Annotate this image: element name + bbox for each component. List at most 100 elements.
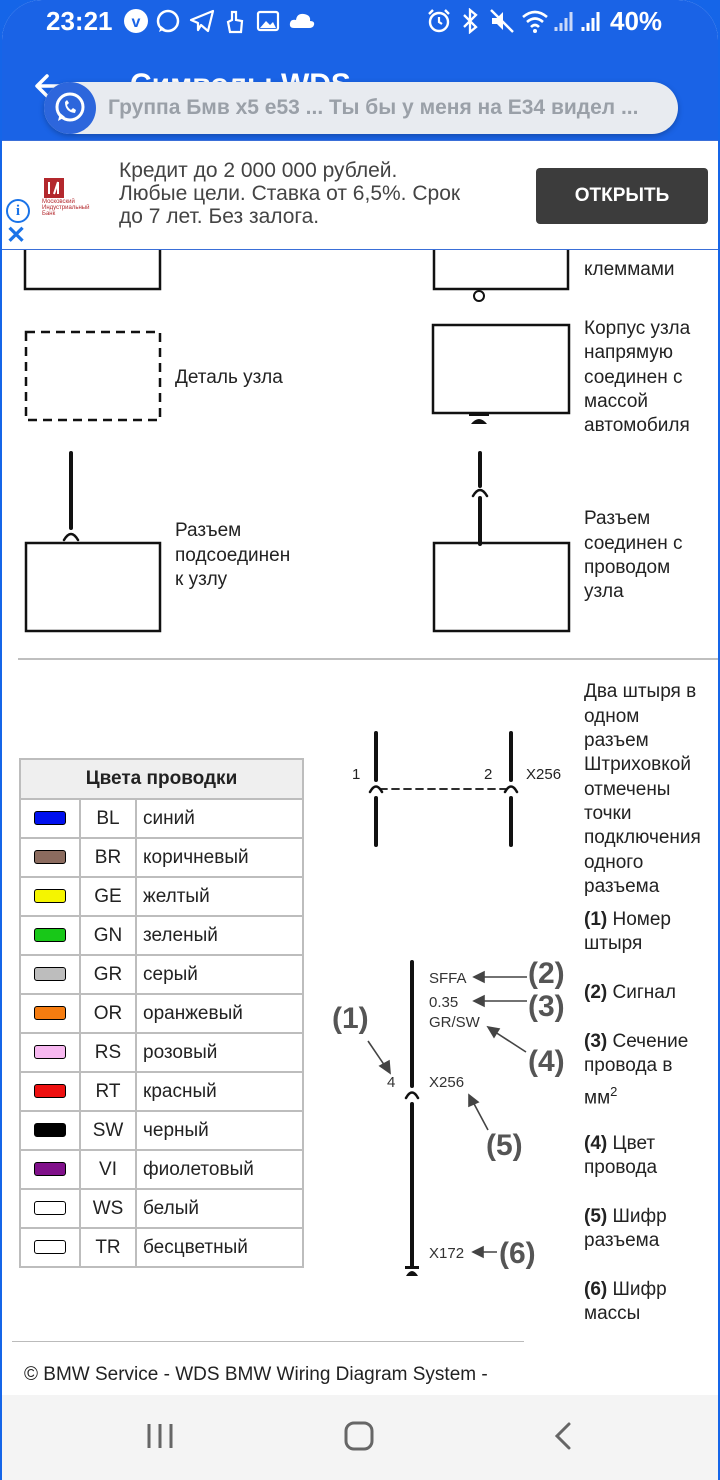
- recent-apps-icon[interactable]: [142, 1421, 178, 1451]
- text-line: Штриховкой: [584, 754, 691, 775]
- color-swatch: [34, 1201, 66, 1216]
- color-swatch: [34, 928, 66, 943]
- legend-text: Номер: [612, 909, 671, 930]
- color-swatch: [34, 1006, 66, 1021]
- telegram-icon: [189, 9, 215, 33]
- text-line: (4) Цвет: [584, 1132, 655, 1157]
- battery-percentage: 40%: [610, 6, 663, 36]
- superscript: 2: [610, 1084, 618, 1099]
- color-swatch: [34, 889, 66, 904]
- section-label: 0.35: [429, 994, 458, 1011]
- color-swatch-cell: [19, 798, 81, 839]
- color-swatch-cell: [19, 1188, 81, 1229]
- color-swatch-cell: [19, 1032, 81, 1073]
- text-line: провода в: [584, 1055, 673, 1076]
- text-line: подключения: [584, 827, 701, 848]
- text-line: массы: [584, 1303, 641, 1324]
- pin-1-label: 1: [352, 766, 360, 783]
- ad-text-line: Любые цели. Ставка от 6,5%. Срок: [119, 182, 461, 205]
- bluetooth-icon: [463, 8, 478, 34]
- color-code: GR: [79, 954, 137, 995]
- color-swatch-cell: [19, 876, 81, 917]
- legend-text: Шифр: [612, 1206, 667, 1227]
- close-icon[interactable]: ✕: [6, 222, 27, 249]
- symbol-2-description: Деталь узла: [175, 367, 283, 388]
- legend-text: Цвет: [612, 1133, 656, 1154]
- color-name: коричневый: [135, 837, 304, 878]
- legend-text: Сигнал: [612, 982, 676, 1003]
- notification-text: Группа Бмв х5 е53 ... Ты бы у меня на Е3…: [108, 96, 639, 119]
- legend-text: Шифр: [612, 1279, 667, 1300]
- mute-icon: [490, 9, 514, 33]
- pin-number-label: 4: [387, 1074, 395, 1091]
- color-swatch: [34, 967, 66, 982]
- color-name: желтый: [135, 876, 304, 917]
- wifi-icon: [522, 10, 548, 33]
- table-header-row: Цвета проводки: [19, 758, 304, 800]
- whatsapp-notification-bubble[interactable]: Группа Бмв х5 е53 ... Ты бы у меня на Е3…: [44, 82, 678, 134]
- text-line: массой: [584, 391, 649, 412]
- text-line: мм2: [584, 1080, 617, 1111]
- legend-number: (1): [584, 909, 608, 930]
- color-name: розовый: [135, 1032, 304, 1073]
- unit-text: мм: [584, 1087, 611, 1109]
- color-swatch: [34, 1045, 66, 1060]
- back-icon[interactable]: [548, 1420, 578, 1452]
- color-code: GE: [79, 876, 137, 917]
- color-swatch-cell: [19, 1110, 81, 1151]
- color-code: WS: [79, 1188, 137, 1229]
- signal-icon: [554, 12, 573, 31]
- info-icon[interactable]: i: [6, 199, 30, 223]
- color-code: RT: [79, 1071, 137, 1112]
- color-swatch: [34, 1123, 66, 1138]
- connector-arc: [62, 532, 80, 542]
- color-name: бесцветный: [135, 1227, 304, 1268]
- text-line: Разъем: [584, 508, 651, 529]
- text-line: напрямую: [584, 342, 674, 363]
- color-swatch: [34, 1084, 66, 1099]
- color-swatch-cell: [19, 1227, 81, 1268]
- svg-text:v: v: [132, 14, 141, 31]
- text-line: к узлу: [175, 569, 228, 590]
- legend-number: (4): [584, 1133, 608, 1154]
- bank-logo: Московский Индустриальный Банк: [42, 177, 102, 217]
- open-button[interactable]: ОТКРЫТЬ: [536, 168, 708, 224]
- text-line: разъема: [584, 1230, 660, 1251]
- legend-number: (5): [584, 1206, 608, 1227]
- text-line: Разъем: [175, 520, 242, 541]
- legend-number: (6): [584, 1279, 608, 1300]
- component-box-left: [23, 245, 162, 291]
- symbol-1-description: клеммами: [584, 259, 675, 280]
- vk-icon: v: [124, 9, 148, 33]
- callout-1: (1): [332, 1002, 369, 1035]
- home-icon[interactable]: [342, 1420, 376, 1452]
- footer-divider: [12, 1341, 524, 1342]
- callout-5: (5): [486, 1129, 523, 1162]
- color-name: черный: [135, 1110, 304, 1151]
- text-line: Корпус узла: [584, 318, 691, 339]
- hand-icon: [226, 10, 244, 34]
- component-box-right: [432, 245, 570, 291]
- ad-banner[interactable]: i ✕ Московский Индустриальный Банк Креди…: [2, 140, 718, 250]
- text-line: отмечены: [584, 779, 671, 800]
- color-name: оранжевый: [135, 993, 304, 1034]
- text-line: разъема: [584, 876, 660, 897]
- signal-icon: [581, 12, 600, 31]
- legend-text: Сечение: [612, 1031, 689, 1052]
- alarm-icon: [428, 9, 450, 33]
- text-line: штыря: [584, 933, 643, 954]
- color-code: BL: [79, 798, 137, 839]
- text-line: (3) Сечение: [584, 1030, 688, 1055]
- text-line: (5) Шифр: [584, 1205, 667, 1230]
- text-line: одном: [584, 706, 640, 727]
- text-line: узла: [584, 581, 624, 602]
- color-swatch: [34, 1240, 66, 1255]
- wire-color-label: GR/SW: [429, 1014, 481, 1031]
